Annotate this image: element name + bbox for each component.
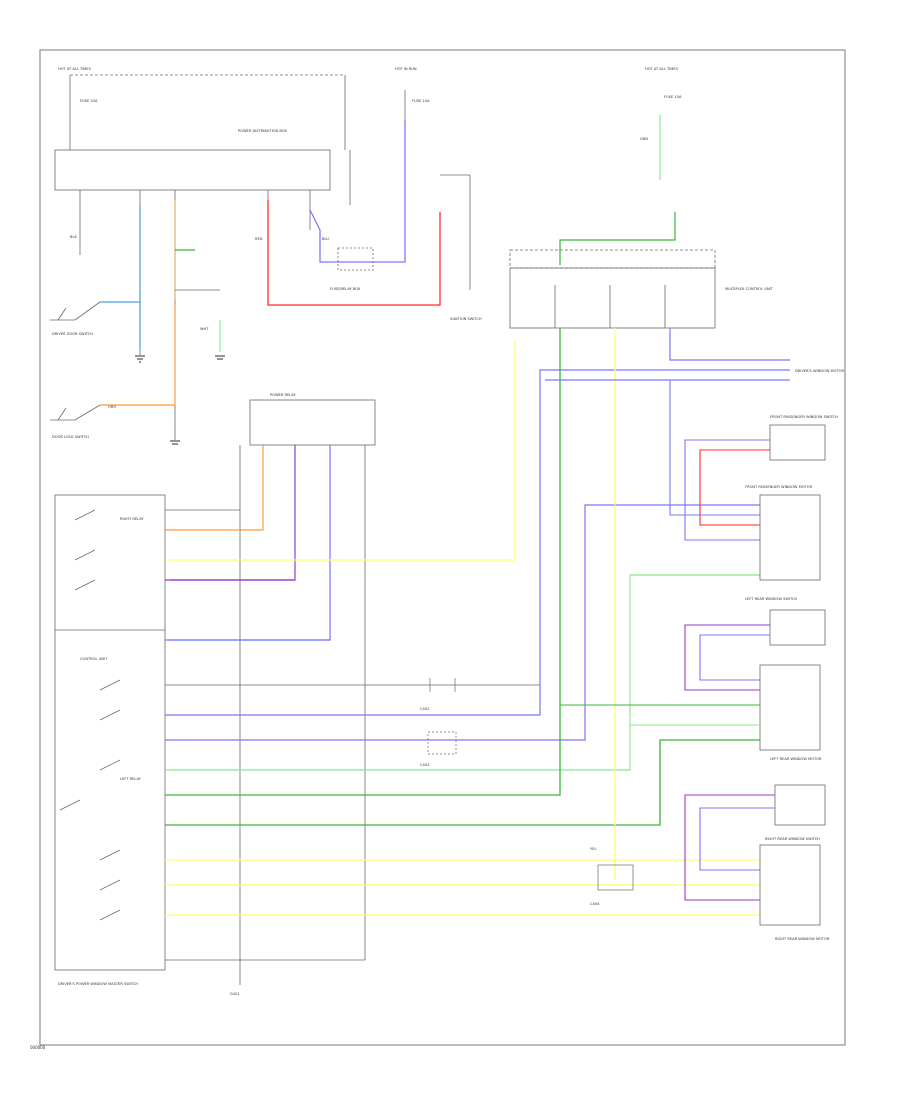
wire-orange-lock <box>100 305 176 406</box>
door-lock-switch <box>50 404 101 421</box>
right-relay-label: RIGHT RELAY <box>120 517 144 521</box>
ground-symbol-1 <box>135 355 145 363</box>
wire-blue-mid <box>170 445 331 641</box>
wire-blue-right-b <box>669 380 760 516</box>
diagram-frame <box>39 49 846 1046</box>
left-rear-motor-label: LEFT REAR WINDOW MOTOR <box>770 757 822 761</box>
right-rear-motor-label: RIGHT REAR WINDOW MOTOR <box>775 937 830 941</box>
wire-tag-wht: WHT <box>200 327 209 331</box>
ignition-switch-label: IGNITION SWITCH <box>450 317 482 321</box>
master-switch-label: DRIVER'S POWER WINDOW MASTER SWITCH <box>58 982 138 986</box>
left-rear-switch-box <box>769 609 826 646</box>
multiplex-unit-label: MULTIPLEX CONTROL UNIT <box>725 287 774 291</box>
connector-c402 <box>429 678 456 692</box>
under-dash-box-label: FUSE/RELAY BOX <box>330 287 361 291</box>
right-top-blue-bus <box>545 328 790 381</box>
driver-door-switch <box>50 301 101 321</box>
right-rear-switch-label: RIGHT REAR WINDOW SWITCH <box>765 837 820 841</box>
fuse-mid-label: FUSE 10A <box>412 99 430 103</box>
multiplex-control-unit <box>509 249 716 329</box>
wire-green-1 <box>165 574 760 771</box>
fuse-box-left-label: POWER DISTRIBUTION BOX <box>238 129 287 133</box>
fuse-right-label: FUSE 10A <box>664 95 682 99</box>
wire-yellow-1 <box>165 340 516 561</box>
wire-tag-blu: BLU <box>322 237 329 241</box>
wire-purple-right-b <box>684 794 775 901</box>
power-relay-box <box>249 399 376 446</box>
fuse-box-left <box>54 149 331 191</box>
connector-1-label: C402 <box>420 707 429 711</box>
wire-blue-2 <box>165 369 790 716</box>
wire-tag-org: ORG <box>108 405 116 409</box>
wire-blue-3 <box>165 504 760 741</box>
connector-2-label: C403 <box>420 763 429 767</box>
connector-3-label: C404 <box>590 902 600 906</box>
wire-green-to-multiplex <box>559 212 676 265</box>
front-pass-switch-label: FRONT PASSENGER WINDOW SWITCH <box>770 415 838 419</box>
left-relay-label: LEFT RELAY <box>120 777 142 781</box>
connector-c404 <box>597 864 634 891</box>
wire-tag-blk: BLK <box>70 235 77 239</box>
wire-blue-right-d <box>699 807 775 871</box>
power-distribution-section <box>54 74 406 440</box>
door-switch-label: DRIVER DOOR SWITCH <box>52 332 93 336</box>
ground-symbol-3 <box>170 440 180 445</box>
left-rear-switch-label: LEFT REAR WINDOW SWITCH <box>745 597 797 601</box>
wire-purple-right-a <box>684 624 770 691</box>
wire-orange-mid <box>240 445 264 531</box>
right-rear-switch-box <box>774 784 826 826</box>
hot-at-all-times-right-label: HOT AT ALL TIMES <box>645 67 679 71</box>
control-unit-label: CONTROL UNIT <box>80 657 108 661</box>
hot-in-run-label: HOT IN RUN <box>395 67 417 71</box>
wire-tag-yel: YEL <box>590 847 596 851</box>
driver-motor-label: DRIVER'S WINDOW MOTOR <box>795 369 845 373</box>
wire-blue-right-c <box>699 634 770 681</box>
wire-red-loop <box>267 200 441 306</box>
front-pass-motor <box>759 494 821 581</box>
wire-green-3 <box>165 739 760 826</box>
wire-tag-red: RED <box>255 237 263 241</box>
hot-at-all-times-left-label: HOT AT ALL TIMES <box>58 67 92 71</box>
ground-label: G401 <box>230 992 240 996</box>
master-switch-contacts <box>59 509 121 921</box>
lock-switch-label: DOOR LOCK SWITCH <box>52 435 89 439</box>
front-pass-motor-label: FRONT PASSENGER WINDOW MOTOR <box>745 485 813 489</box>
front-pass-switch-box <box>769 424 826 461</box>
diagram-code: 000000 <box>30 1045 46 1050</box>
right-rear-motor <box>759 844 821 926</box>
ignition-switch <box>440 174 471 290</box>
wire-tag-grn: GRN <box>640 137 648 141</box>
under-dash-relay <box>337 247 374 271</box>
fuse-left-label: FUSE 20A <box>80 99 98 103</box>
power-relay-label: POWER RELAY <box>270 393 296 397</box>
wire-red-right <box>699 449 770 526</box>
left-rear-motor <box>759 664 821 751</box>
master-switch-box <box>54 494 166 971</box>
ground-symbol-2 <box>215 355 225 360</box>
wire-green-2 <box>165 328 561 796</box>
connector-c403 <box>427 731 457 755</box>
wire-blue-loop <box>309 120 406 263</box>
wire-blue-right-a <box>684 439 770 541</box>
